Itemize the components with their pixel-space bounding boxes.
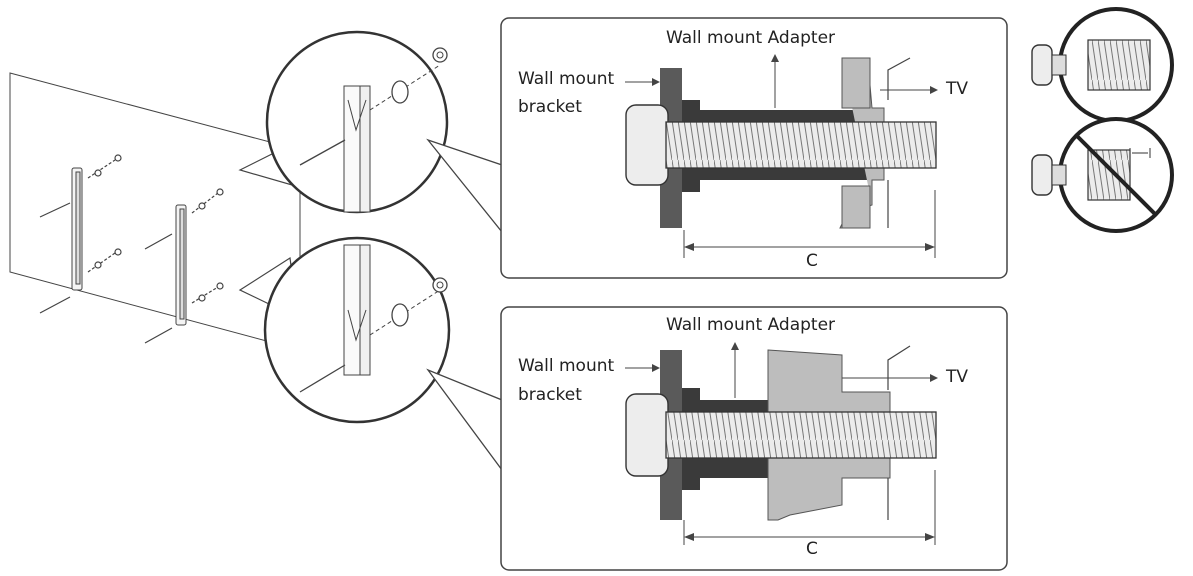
top-bracket-label-line1: Wall mount — [518, 69, 615, 89]
bottom-bracket-label-line1: Wall mount — [518, 356, 615, 376]
top-adapter-label: Wall mount Adapter — [666, 28, 836, 48]
detail-panel-top — [500, 17, 1008, 279]
top-bracket-label-line2: bracket — [518, 97, 582, 117]
top-tv-label: TV — [946, 79, 969, 99]
bottom-tv-label: TV — [946, 367, 969, 387]
detail-panel-bottom — [500, 306, 1008, 571]
screw-set-left — [39, 154, 224, 344]
bottom-dimension-label: C — [806, 539, 818, 559]
top-dimension-label: C — [806, 251, 818, 271]
zoom-circle-top — [265, 30, 449, 214]
wall-bracket-left — [71, 167, 83, 291]
bottom-bracket-label-line2: bracket — [518, 385, 582, 405]
wall-bracket-right — [175, 204, 187, 326]
zoom-circle-bottom — [263, 236, 451, 424]
screw-fully-threaded-correct-icon — [1031, 7, 1174, 123]
bottom-adapter-label: Wall mount Adapter — [666, 315, 836, 335]
screw-gap-incorrect-icon — [1031, 117, 1174, 233]
tv-back-panel — [9, 72, 301, 351]
